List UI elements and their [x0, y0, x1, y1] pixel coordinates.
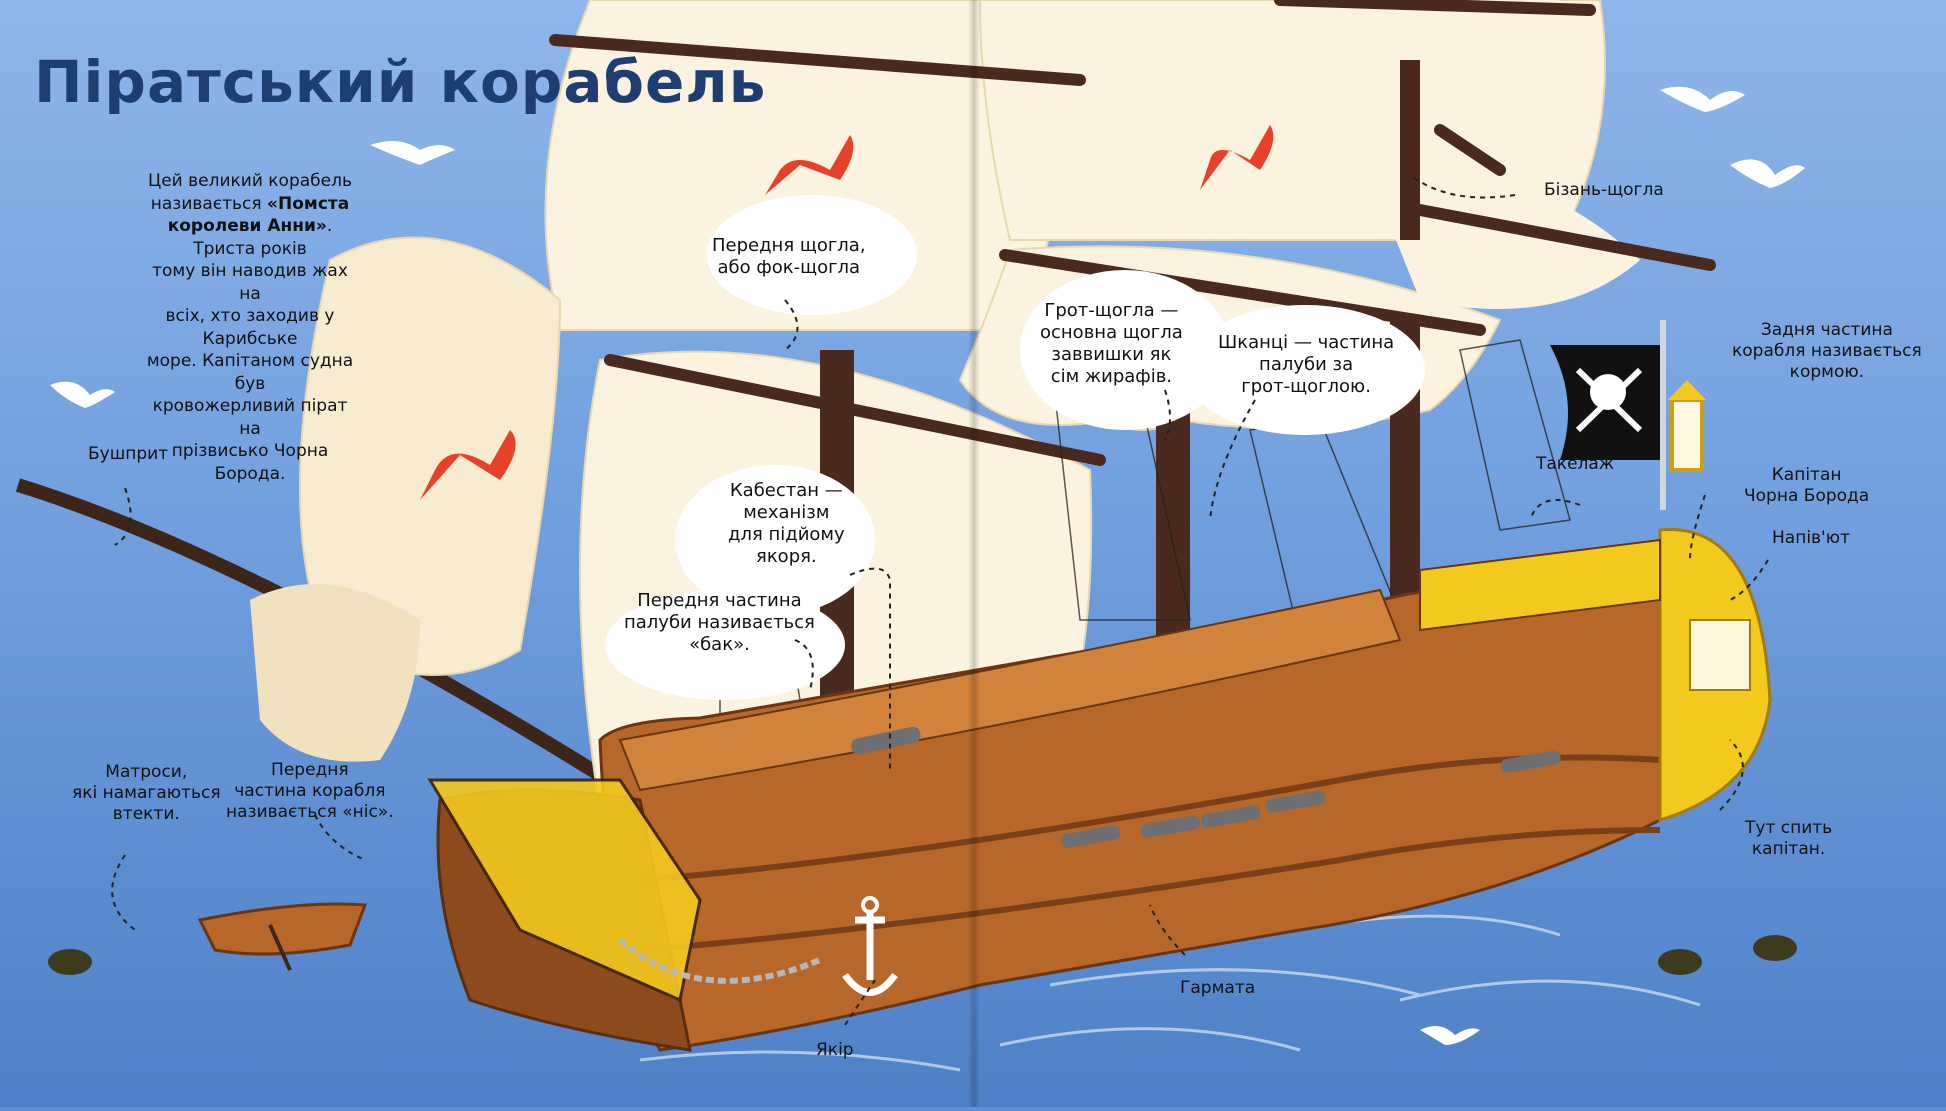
label-line: грот-щоглою.: [1241, 376, 1371, 397]
intro-line: кровожерливий пірат на: [152, 396, 348, 439]
label-line: Тут спить: [1745, 818, 1833, 838]
label-line: частина корабля: [234, 781, 386, 801]
intro-text-span: . Триста років: [193, 216, 333, 259]
label-line: «бак».: [689, 634, 750, 655]
label-line: Кабестан —: [729, 480, 843, 501]
intro-line: всіх, хто заходив у Карибське: [165, 306, 335, 349]
anchor: [618, 896, 898, 996]
turtles: [48, 935, 1797, 975]
label-line: Передня частина: [637, 590, 802, 611]
label-anchor: Якір: [816, 1040, 854, 1060]
label-line: втекти.: [112, 804, 180, 824]
label-line: Чорна Борода: [1744, 486, 1870, 506]
label-bow: Передня частина корабля називається «ніс…: [226, 760, 394, 823]
label-line: палуби за: [1259, 354, 1354, 375]
label-poop-deck: Напів'ют: [1772, 528, 1850, 548]
label-line: якоря.: [755, 546, 817, 567]
label-line: Шканці — частина: [1218, 332, 1395, 353]
label-foremast: Передня щогла, або фок-щогла: [712, 235, 866, 279]
label-cannon: Гармата: [1180, 978, 1256, 998]
seagulls: [50, 86, 1805, 1045]
intro-line: море. Капітаном судна був: [146, 351, 354, 394]
cannons: [851, 726, 1561, 848]
label-line: називається «ніс».: [226, 802, 394, 822]
label-line: корабля називається: [1732, 341, 1922, 361]
stern-lantern: [1668, 380, 1706, 472]
label-line: основна щогла: [1040, 322, 1183, 343]
label-line: палуби називається: [624, 612, 815, 633]
intro-line: королеви Анни». Триста років: [140, 215, 360, 260]
label-line: заввишки як: [1051, 344, 1172, 365]
intro-text-span: називається: [150, 193, 268, 214]
label-line: Задня частина: [1760, 320, 1893, 340]
label-line: капітан.: [1751, 839, 1826, 859]
book-gutter: [968, 0, 980, 1107]
label-mizzen: Бізань-щогла: [1544, 180, 1664, 200]
leader-lines: [111, 174, 1769, 1026]
label-capstan: Кабестан — механізм для підйому якоря.: [728, 480, 845, 568]
label-line: Матроси,: [105, 762, 188, 782]
label-line: або фок-щогла: [717, 257, 861, 278]
label-captain: Капітан Чорна Борода: [1744, 465, 1869, 507]
label-rigging: Такелаж: [1536, 454, 1615, 474]
label-line: які намагаються: [72, 783, 221, 803]
label-mainmast: Грот-щогла — основна щогла заввишки як с…: [1040, 300, 1183, 388]
intro-line: прізвисько Чорна Борода.: [171, 441, 329, 484]
intro-line: Цей великий корабель: [148, 171, 352, 191]
ship-name-bold: «Помста: [267, 193, 350, 214]
label-captain-cabin: Тут спить капітан.: [1745, 818, 1832, 860]
label-line: Грот-щогла —: [1044, 300, 1179, 321]
pirate-flag: [1550, 320, 1666, 510]
rowboat: [197, 902, 368, 971]
yards: [549, 0, 1716, 466]
label-bowsprit: Бушприт: [88, 444, 169, 464]
label-line: Капітан: [1771, 465, 1842, 485]
label-clouds: [605, 195, 1425, 700]
label-forecastle: Передня частина палуби називається «бак»…: [624, 590, 815, 656]
intro-text: Цей великий корабель називається «Помста…: [140, 170, 360, 485]
label-line: для підйому: [728, 524, 845, 545]
label-line: кормою.: [1789, 362, 1865, 382]
label-sailors: Матроси, які намагаються втекти.: [72, 762, 221, 825]
intro-line: тому він наводив жах на: [152, 261, 348, 304]
page-title: Піратський корабель: [34, 48, 767, 116]
scarlet-ibis-birds: [420, 125, 1274, 500]
intro-line: називається «Помста: [140, 193, 360, 216]
label-line: Передня щогла,: [712, 235, 866, 256]
label-quarterdeck: Шканці — частина палуби за грот-щоглою.: [1218, 332, 1394, 398]
label-line: механізм: [743, 502, 830, 523]
label-line: Передня: [271, 760, 349, 780]
label-stern: Задня частина корабля називається кормою…: [1732, 320, 1922, 383]
ship-name-bold: королеви Анни»: [167, 216, 327, 236]
label-line: сім жирафів.: [1050, 366, 1173, 387]
